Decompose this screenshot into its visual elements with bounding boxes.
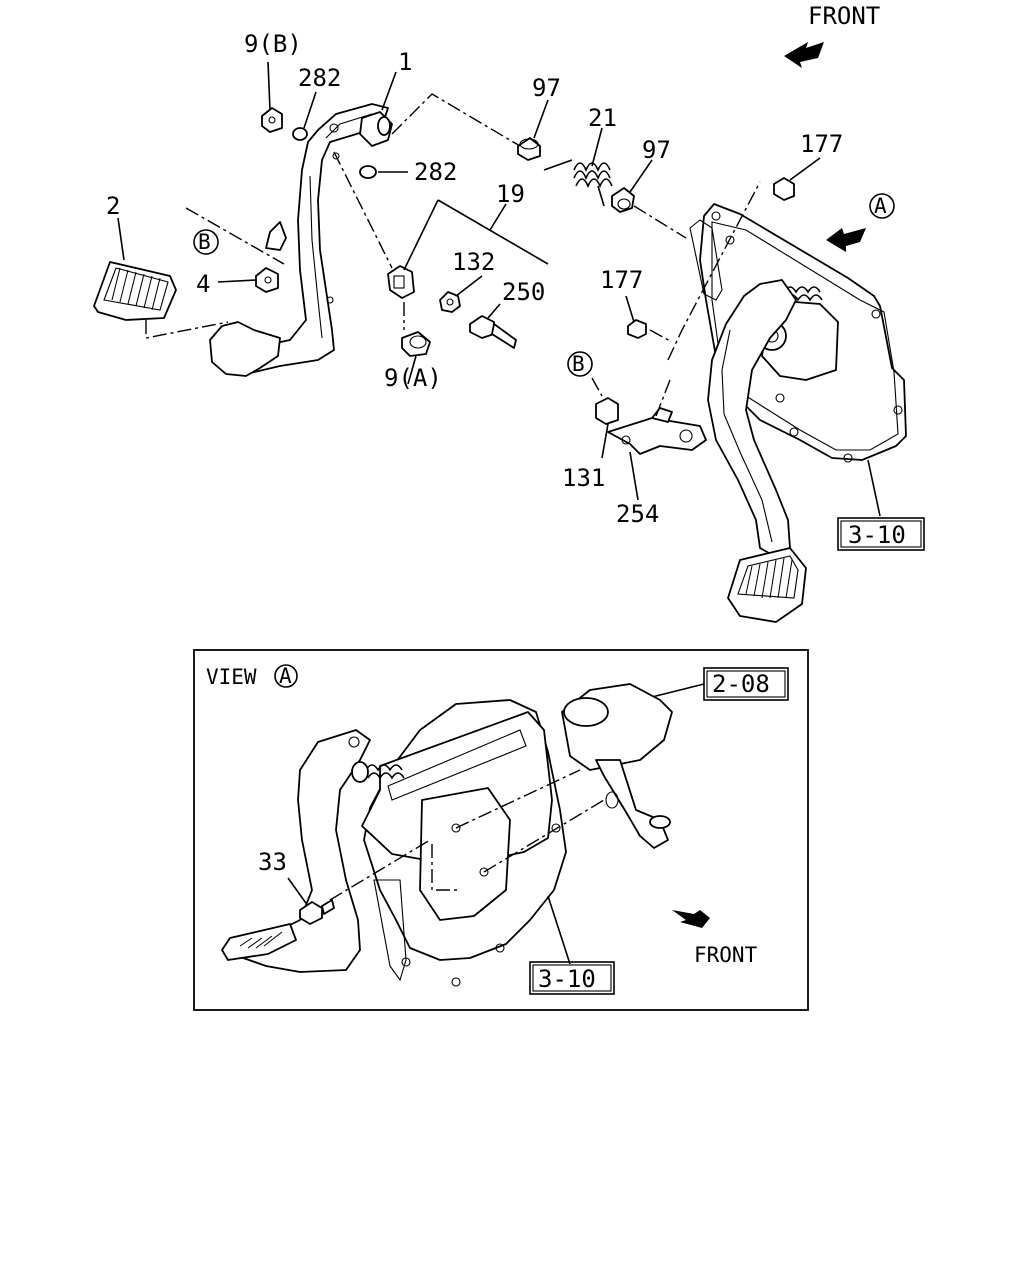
- svg-text:A: A: [279, 664, 292, 688]
- part-254-bracket: [607, 407, 707, 455]
- svg-text:B: B: [572, 352, 585, 376]
- part-4-switch: [255, 267, 279, 293]
- view-a-arrow-icon: [826, 228, 866, 252]
- circle-b-left: B: [193, 229, 219, 255]
- ref-box-3-10-main[interactable]: 3-10: [837, 517, 925, 551]
- view-a-pedal-arm: [221, 729, 371, 973]
- label-part-1: 1: [398, 48, 412, 76]
- svg-text:A: A: [874, 194, 887, 218]
- circle-a-main: A: [869, 193, 895, 219]
- view-a-leader-lines: [287, 769, 605, 965]
- label-part-19: 19: [496, 180, 525, 208]
- svg-text:3-10: 3-10: [848, 521, 906, 549]
- label-part-2: 2: [106, 192, 120, 220]
- label-part-177-top: 177: [800, 130, 843, 158]
- front-label-top: FRONT: [808, 2, 880, 30]
- clutch-pedal-pad: [727, 547, 807, 623]
- part-97-bushing-right: [611, 187, 635, 213]
- part-33-bolt: [299, 899, 335, 925]
- label-part-9b: 9(B): [244, 30, 302, 58]
- view-a-frame: [193, 649, 809, 1011]
- label-part-177-mid: 177: [600, 266, 643, 294]
- part-177-nut-mid: [627, 319, 647, 339]
- svg-text:B: B: [198, 230, 211, 254]
- leader-lines-top: [117, 61, 881, 517]
- front-arrow-top-icon: [784, 42, 824, 68]
- label-part-97-left: 97: [532, 74, 561, 102]
- part-9b-clip: [261, 107, 283, 133]
- view-a-title: VIEW A: [206, 664, 298, 689]
- front-arrow-view-icon: [672, 910, 710, 928]
- part-21-spring: [543, 159, 613, 207]
- ref-box-3-10-view[interactable]: 3-10: [529, 961, 615, 995]
- svg-text:2-08: 2-08: [712, 670, 770, 698]
- washer-282-top: [292, 127, 308, 141]
- label-part-282-mid: 282: [414, 158, 457, 186]
- label-part-9a: 9(A): [384, 364, 442, 392]
- part-250-bolt: [469, 315, 517, 349]
- circle-b-right: B: [567, 351, 593, 377]
- part-177-nut-top: [773, 177, 795, 201]
- part-9a-bushing: [401, 331, 431, 357]
- label-part-33: 33: [258, 848, 287, 876]
- label-part-131: 131: [562, 464, 605, 492]
- part-131-clip: [595, 397, 619, 425]
- brake-pedal-pad: [93, 261, 177, 321]
- view-a-master-cylinder: [561, 683, 673, 849]
- label-part-4: 4: [196, 270, 210, 298]
- label-part-282-top: 282: [298, 64, 341, 92]
- svg-text:VIEW: VIEW: [206, 665, 257, 689]
- label-part-250: 250: [502, 278, 545, 306]
- brake-pedal-arm: [209, 103, 393, 377]
- label-part-97-right: 97: [642, 136, 671, 164]
- label-part-132: 132: [452, 248, 495, 276]
- part-97-bushing-left: [517, 137, 541, 161]
- label-part-21: 21: [588, 104, 617, 132]
- svg-text:3-10: 3-10: [538, 965, 596, 993]
- part-132-nut: [439, 291, 461, 313]
- part-19-clip: [387, 265, 415, 299]
- washer-282-mid: [359, 165, 377, 179]
- view-a-bracket-housing: [351, 699, 567, 987]
- ref-box-2-08[interactable]: 2-08: [703, 667, 789, 701]
- front-label-view: FRONT: [694, 943, 758, 967]
- label-part-254: 254: [616, 500, 659, 528]
